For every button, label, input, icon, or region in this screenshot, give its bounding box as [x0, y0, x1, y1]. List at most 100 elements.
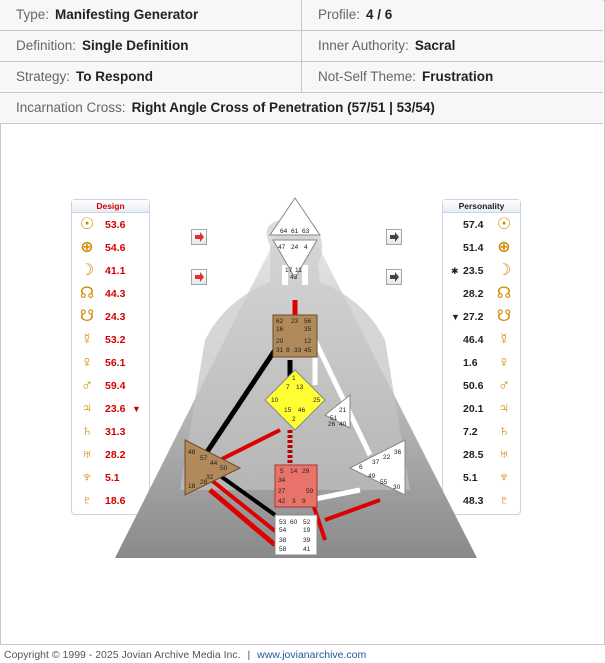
gate-label: 20 [276, 338, 284, 345]
neptune-icon: ♆ [498, 469, 510, 486]
planet-row[interactable]: ♄ 7.2 [443, 421, 520, 443]
planet-row[interactable]: ☋27.2▼ [443, 306, 520, 328]
gate-label: 57 [200, 455, 208, 462]
definition-cell: Definition:Single Definition [0, 31, 302, 61]
summary-row-incarnation: Incarnation Cross:Right Angle Cross of P… [0, 93, 603, 124]
planet-row[interactable]: ⊕54.6 [72, 237, 149, 259]
ego-center [324, 393, 351, 429]
arrow-right-icon [195, 232, 204, 242]
gate-label: 43 [290, 274, 298, 281]
gate-label: 26 [328, 421, 336, 428]
planet-gate-value: 53.2 [105, 334, 126, 346]
gate-label: 59 [306, 488, 314, 495]
planet-row[interactable]: ⊕ 51.4 [443, 237, 520, 259]
planet-row[interactable]: ☿46.4 [443, 329, 520, 351]
planet-gate-value: 27.2 [463, 311, 484, 323]
earth-icon: ⊕ [497, 239, 511, 256]
gate-label: 35 [304, 326, 312, 333]
solar-plexus-center [348, 439, 406, 496]
inner-authority-value: Sacral [414, 38, 456, 53]
gate-label: 5 [280, 468, 284, 475]
arrow-right-icon [195, 272, 204, 282]
planet-row[interactable]: ☽23.5✱ [443, 260, 520, 282]
planet-row[interactable]: ♅28.5 [443, 444, 520, 466]
planet-row[interactable]: ☿53.2 [72, 329, 149, 351]
gate-label: 45 [304, 347, 312, 354]
planet-row[interactable]: ♄31.3 [72, 421, 149, 443]
earth-icon: ⊕ [80, 239, 94, 256]
inner-authority-cell: Inner Authority:Sacral [318, 38, 456, 53]
planet-row[interactable]: ♂50.6 [443, 375, 520, 397]
gate-label: 1 [292, 375, 296, 382]
planet-row[interactable]: ♀1.6 [443, 352, 520, 374]
planet-row[interactable]: ♇48.3 [443, 490, 520, 512]
planet-gate-value: 48.3 [463, 495, 484, 507]
planet-row[interactable]: ♇18.6 [72, 490, 149, 512]
planet-row[interactable]: ☉57.4 [443, 214, 520, 236]
incarnation-cross-value: Right Angle Cross of Penetration (57/51 … [131, 100, 435, 115]
jovian-archive-link[interactable]: www.jovianarchive.com [257, 649, 367, 661]
bodygraph: 64 61 63 47 24 4 17 11 43 62 23 56 16 35… [115, 197, 477, 558]
definition-value: Single Definition [82, 38, 189, 53]
personality-arrow-button-bottom[interactable] [386, 269, 402, 285]
gate-label: 32 [206, 474, 214, 481]
type-cell: Type:Manifesting Generator [0, 0, 302, 30]
gate-label: 17 [285, 267, 293, 274]
gate-label: 13 [296, 384, 304, 391]
footer-separator: | [247, 649, 251, 661]
planet-row[interactable]: ☉53.6 [72, 214, 149, 236]
planet-gate-value: 7.2 [463, 426, 478, 438]
gate-label: 28 [200, 479, 208, 486]
planet-row[interactable]: ☊28.2 [443, 283, 520, 305]
planet-row[interactable]: ♃23.6▼ [72, 398, 149, 420]
planet-row[interactable]: ♃20.1 [443, 398, 520, 420]
head-center [269, 197, 321, 236]
south-node-icon: ☋ [79, 308, 95, 325]
gate-label: 24 [291, 244, 299, 251]
design-arrow-button-top[interactable] [191, 229, 207, 245]
planet-gate-value: 56.1 [105, 357, 126, 369]
throat-center [272, 314, 318, 358]
gate-label: 52 [303, 519, 311, 526]
type-value: Manifesting Generator [55, 7, 199, 22]
planet-gate-value: 59.4 [105, 380, 126, 392]
gate-label: 39 [303, 537, 311, 544]
planet-gate-value: 50.6 [463, 380, 484, 392]
planet-row[interactable]: ♂59.4 [72, 375, 149, 397]
gate-label: 58 [279, 546, 287, 553]
gate-label: 51 [330, 415, 338, 422]
moon-icon: ☽ [79, 262, 95, 279]
copyright-text: Copyright © 1999 - 2025 Jovian Archive M… [4, 649, 241, 661]
planet-marker-icon: ▼ [451, 312, 460, 322]
planet-row[interactable]: ☊44.3 [72, 283, 149, 305]
planet-row[interactable]: ♀ 56.1 [72, 352, 149, 374]
footer: Copyright © 1999 - 2025 Jovian Archive M… [4, 649, 366, 661]
gate-label: 56 [304, 318, 312, 325]
planet-gate-value: 51.4 [463, 242, 484, 254]
gate-label: 41 [303, 546, 311, 553]
planet-row[interactable]: ♆5.1 [72, 467, 149, 489]
gate-label: 40 [339, 421, 347, 428]
design-arrow-button-bottom[interactable] [191, 269, 207, 285]
planet-row[interactable]: ♅28.2 [72, 444, 149, 466]
gate-label: 7 [286, 384, 290, 391]
gate-label: 25 [313, 397, 321, 404]
personality-arrow-button-top[interactable] [386, 229, 402, 245]
gate-label: 54 [279, 527, 287, 534]
planet-row[interactable]: ☽41.1 [72, 260, 149, 282]
pluto-icon: ♇ [81, 492, 93, 509]
sun-icon: ☉ [79, 216, 95, 233]
gate-label: 19 [303, 527, 311, 534]
design-title: Design [72, 200, 149, 213]
gate-label: 38 [279, 537, 287, 544]
planet-marker-icon: ▼ [132, 404, 141, 414]
planet-row[interactable]: ♆5.1 [443, 467, 520, 489]
sun-icon: ☉ [496, 216, 512, 233]
gate-label: 2 [292, 416, 296, 423]
planet-row[interactable]: ☋24.3 [72, 306, 149, 328]
gate-label: 53 [279, 519, 287, 526]
profile-value: 4 / 6 [366, 7, 393, 22]
venus-icon: ♀ [81, 354, 93, 371]
saturn-icon: ♄ [498, 423, 510, 440]
arrow-right-icon [390, 232, 399, 242]
